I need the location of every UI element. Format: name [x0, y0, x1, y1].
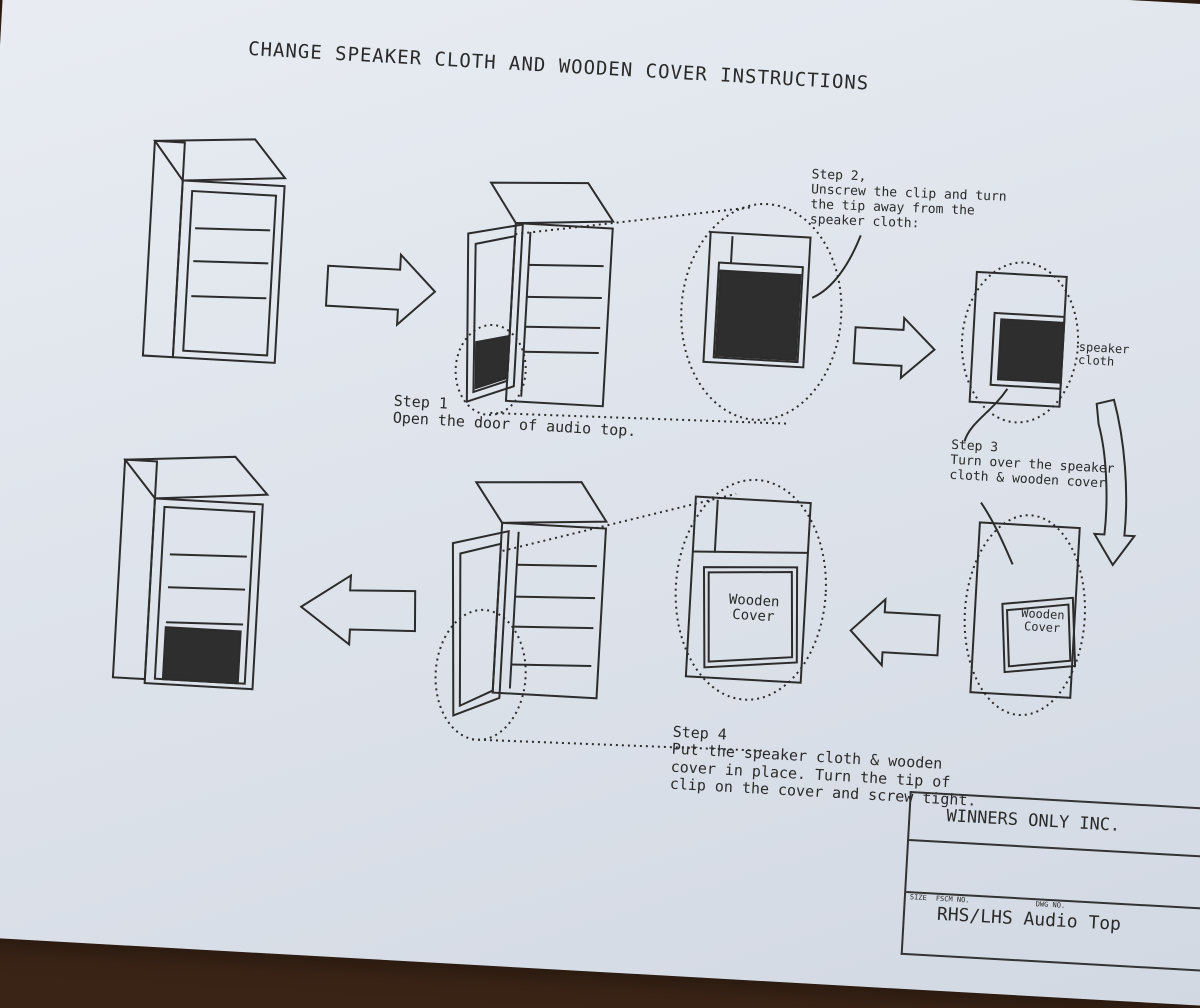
zoom-cloth-removed	[963, 270, 1068, 442]
field-fscm: FSCM NO.	[935, 894, 970, 905]
wooden-cover-label-2: Wooden Cover	[1020, 605, 1065, 635]
speaker-cloth-label: speaker cloth	[1077, 339, 1130, 369]
arrow-right-1	[324, 252, 437, 327]
title-block: WINNERS ONLY INC. RHS/LHS Audio Top SIZE…	[900, 790, 1200, 973]
step2-text: Step 2, Unscrew the clip and turn the ti…	[810, 167, 1008, 235]
zoom-speaker-cloth	[702, 230, 862, 369]
instruction-diagram	[111, 138, 1137, 752]
field-size: SIZE	[909, 893, 927, 903]
step3-text: Step 3 Turn over the speaker cloth & woo…	[949, 438, 1116, 493]
cabinet-open-top	[465, 181, 615, 408]
arrow-right-2	[852, 315, 936, 381]
cabinet-open-bottom	[451, 481, 609, 717]
arrow-left-2	[299, 573, 417, 647]
arrow-left-1	[849, 596, 941, 668]
product-name: RHS/LHS Audio Top	[936, 903, 1122, 935]
zoom-wooden-cover-2	[969, 501, 1081, 699]
arrow-curved-down	[1092, 398, 1137, 567]
field-dwg: DWG NO.	[1035, 900, 1066, 910]
company-name: WINNERS ONLY INC.	[945, 806, 1121, 836]
cabinet-finished	[111, 455, 270, 691]
wooden-cover-label-1: Wooden Cover	[728, 591, 780, 625]
zoom-wooden-cover-1	[684, 495, 812, 684]
cabinet-closed-top	[141, 138, 288, 364]
